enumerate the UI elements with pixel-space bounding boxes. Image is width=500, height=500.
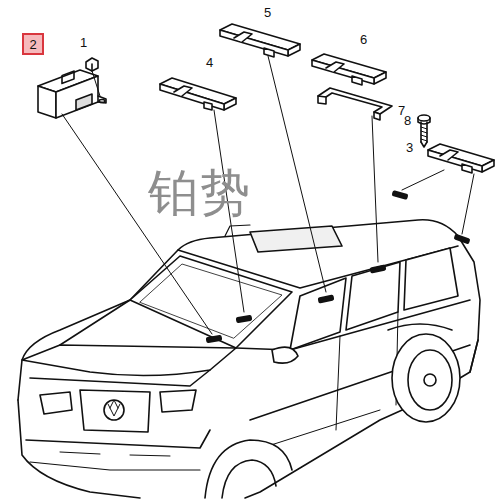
nut bbox=[86, 58, 100, 96]
antenna-module bbox=[160, 78, 236, 110]
callout-number: 2 bbox=[29, 38, 36, 51]
callout-number: 1 bbox=[80, 36, 87, 49]
watermark: 铂势 bbox=[148, 168, 252, 218]
car-body bbox=[18, 220, 480, 498]
control-unit bbox=[38, 70, 106, 118]
highlighted-callout-box: 2 bbox=[22, 33, 44, 55]
antenna-module bbox=[428, 144, 494, 173]
antenna-module bbox=[312, 54, 386, 85]
mounting-bracket bbox=[318, 88, 392, 120]
callout-number: 3 bbox=[406, 141, 413, 154]
callout-number: 6 bbox=[360, 33, 367, 46]
leader-lines bbox=[62, 56, 474, 334]
callout-number: 4 bbox=[206, 56, 213, 69]
callout-number: 5 bbox=[264, 6, 271, 19]
screw bbox=[418, 115, 430, 147]
antenna-module bbox=[220, 24, 300, 57]
callout-number: 8 bbox=[404, 114, 411, 127]
